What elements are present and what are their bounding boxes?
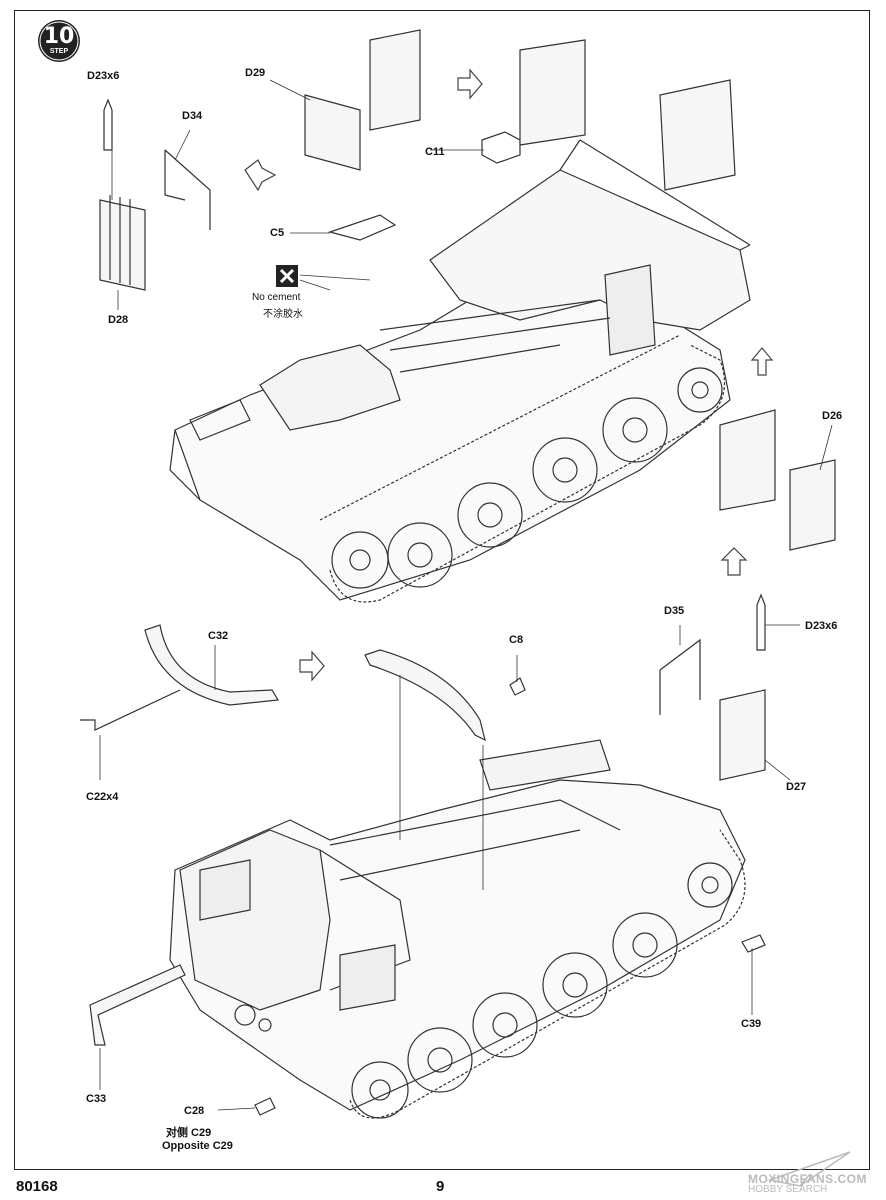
c22-handle [80, 689, 181, 731]
upper-ammo-frame-2 [659, 79, 736, 191]
d26-ammo-rack [719, 409, 836, 551]
curved-fender [364, 649, 486, 742]
bottom-arrow [299, 650, 325, 682]
label-no-cement: No cement [252, 292, 301, 303]
label-d27: D27 [786, 781, 807, 793]
c33-tow-bar [89, 964, 186, 1046]
label-c5: C5 [270, 227, 285, 239]
label-d26: D26 [822, 410, 843, 422]
d35-bracket [659, 638, 701, 715]
d34-bracket [164, 149, 211, 230]
watermark-brand: HOBBY SEARCH [748, 1184, 828, 1195]
top-leader-lines [111, 79, 833, 471]
upper-ammo-frame-1 [519, 39, 586, 146]
label-no-cement-cn: 不涂胶水 [263, 309, 303, 320]
c5-part [327, 214, 397, 241]
label-c28: C28 [184, 1105, 205, 1117]
step-badge-icon [38, 20, 80, 62]
top-vehicle-drawing [169, 139, 751, 603]
bottom-vehicle-drawing [169, 739, 746, 1119]
step-number: 10 [43, 24, 75, 49]
label-c39: C39 [741, 1018, 762, 1030]
step-badge: 10 STEP [36, 18, 82, 64]
watermark-plane-icon [767, 1151, 851, 1187]
label-c33: C33 [86, 1093, 107, 1105]
c11-block [481, 131, 521, 164]
d29-ammo-rack [304, 29, 421, 171]
no-cement-icon [276, 265, 298, 287]
c8-part [509, 677, 526, 696]
label-opposite: Opposite C29 [162, 1140, 233, 1152]
no-cement-leader [299, 274, 371, 281]
label-c32: C32 [208, 630, 229, 642]
c32-curved-plate [144, 624, 279, 706]
page-number: 9 [436, 1178, 445, 1195]
label-d34: D34 [182, 110, 203, 122]
label-c22x4: C22x4 [86, 791, 119, 803]
d23-round-bottom [756, 593, 766, 651]
top-arrows [244, 68, 774, 576]
label-c8: C8 [509, 634, 524, 646]
label-d29: D29 [245, 67, 266, 79]
d28-ammo-rack [99, 195, 146, 291]
bottom-leader-lines [99, 624, 800, 1111]
label-opposite-cn: 对侧 C29 [166, 1127, 212, 1139]
step-word: STEP [49, 48, 69, 55]
d27-ammo-rack [719, 689, 766, 781]
label-d23x6-top: D23x6 [87, 70, 120, 82]
label-d28: D28 [108, 314, 129, 326]
d23-round-top [103, 98, 113, 151]
label-c11: C11 [425, 146, 445, 158]
c28-part [254, 1097, 276, 1116]
label-d23x6-bottom: D23x6 [805, 620, 838, 632]
watermark-site: MOXINGFANS.COM [748, 1172, 868, 1186]
c39-part [741, 934, 766, 953]
label-d35: D35 [664, 605, 685, 617]
page-frame [14, 10, 870, 1170]
kit-number: 80168 [16, 1178, 58, 1195]
